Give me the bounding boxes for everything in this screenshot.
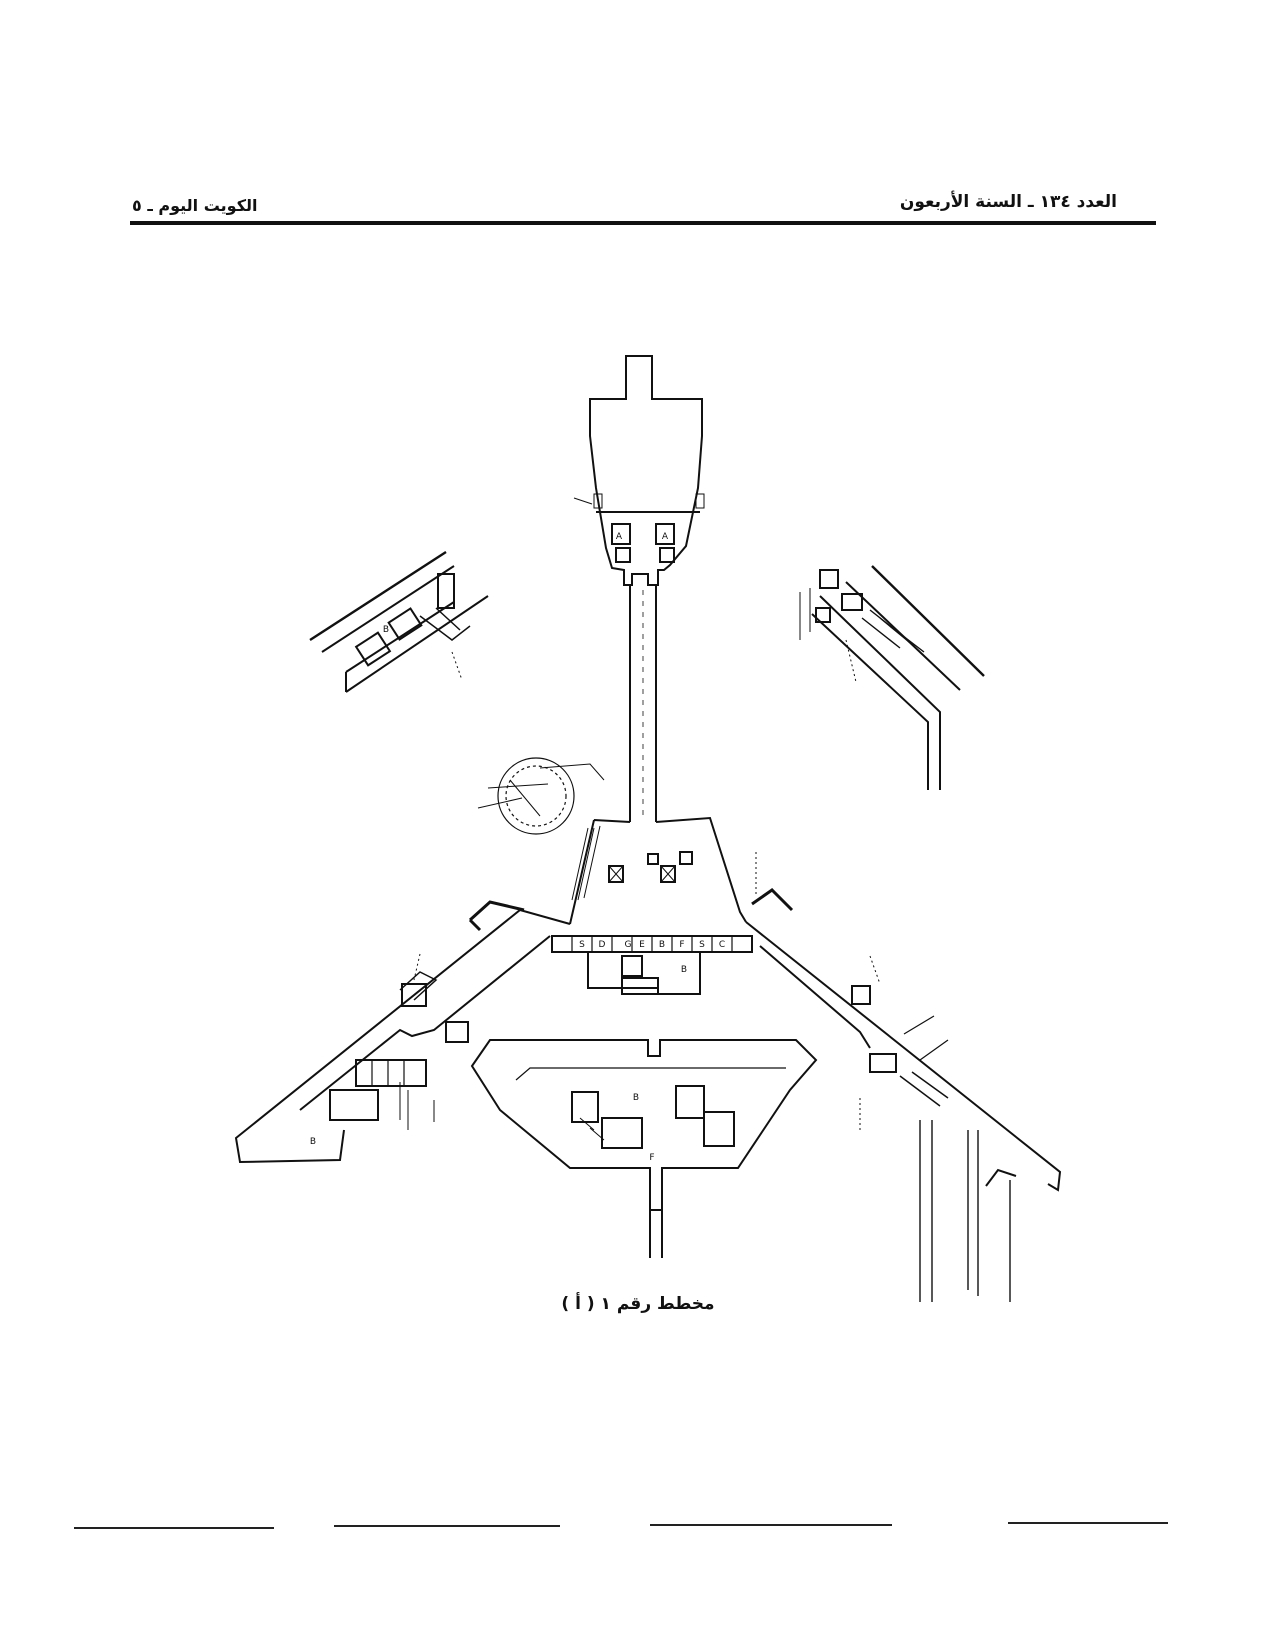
lower-room <box>675 1085 705 1119</box>
east-wing-room <box>869 1053 897 1073</box>
label-room-b: B <box>633 1093 639 1103</box>
lower-hexagon-inner <box>515 1067 786 1081</box>
west-arm-inner <box>299 935 551 1111</box>
label-room-b: B <box>310 1137 316 1147</box>
label-room-b: B <box>681 965 687 975</box>
north-pier-room <box>615 547 631 563</box>
label-room-f: F <box>649 1153 654 1163</box>
footer-rule <box>1008 1522 1168 1524</box>
east-wing-diagonal <box>903 1015 949 1061</box>
hub-hatch <box>571 825 601 901</box>
publication-title: الكويت اليوم ـ ٥ <box>132 196 258 215</box>
west-wing-bracket <box>468 900 525 932</box>
cell-row <box>551 935 753 953</box>
north-pier-cap <box>593 493 603 509</box>
east-wing-hook <box>985 1168 1017 1187</box>
hub-x-mark <box>608 865 624 883</box>
footer-rule <box>334 1525 560 1527</box>
central-block-room <box>621 955 643 977</box>
east-wing-room <box>851 985 871 1005</box>
north-pier-leader <box>573 497 593 505</box>
west-wing-room <box>355 1059 427 1087</box>
north-pier-room <box>655 523 675 545</box>
label-room-g: G <box>625 940 632 950</box>
label-room-d: D <box>599 940 606 950</box>
hub-room <box>660 865 676 883</box>
east-inset-plan <box>799 565 985 790</box>
hub-outline <box>569 816 747 925</box>
figure-caption: مخطط رقم ١ ( أ ) <box>561 1294 715 1314</box>
official-seal <box>477 757 605 835</box>
label-room-f: F <box>679 940 684 950</box>
west-wing-room <box>445 1021 469 1043</box>
cell-dividers <box>571 936 733 952</box>
label-room-s: S <box>699 940 705 950</box>
east-arm-outer <box>745 921 1062 1192</box>
label-room-b: B <box>383 625 389 635</box>
lower-room <box>703 1111 735 1147</box>
footer-rule <box>650 1524 892 1526</box>
east-wing-vertical-lines <box>919 1120 1011 1302</box>
label-room-c: C <box>719 940 725 950</box>
annotation-leader <box>869 955 881 985</box>
north-pier-outline <box>589 355 703 586</box>
label-room-a: A <box>616 532 623 542</box>
label-room-s: S <box>579 940 585 950</box>
hub-room <box>679 851 693 865</box>
east-arm-inner <box>759 945 871 1049</box>
lower-hexagon <box>470 1039 818 1211</box>
label-room-b: B <box>659 940 665 950</box>
west-wing-tick <box>399 1082 435 1130</box>
lower-stair <box>579 1117 605 1141</box>
lower-corridor <box>649 1210 663 1258</box>
west-wing-room <box>329 1089 379 1121</box>
east-wing-bracket <box>751 888 794 912</box>
west-inset-plan <box>309 550 489 693</box>
hub-x-mark <box>660 865 676 883</box>
lower-room <box>601 1117 643 1149</box>
lower-room <box>571 1091 599 1123</box>
west-wing-cells <box>371 1060 405 1086</box>
north-pier-room <box>611 523 631 545</box>
header-rule <box>130 221 1156 225</box>
label-room-e: E <box>639 940 645 950</box>
hub-room <box>608 865 624 883</box>
north-pier-room <box>659 547 675 563</box>
east-wing-cells <box>899 1071 949 1107</box>
west-arm-outer <box>234 908 571 1164</box>
footer-rule <box>74 1527 274 1529</box>
north-pier-cap <box>695 493 705 509</box>
label-room-a: A <box>662 532 669 542</box>
west-wing-annex <box>399 971 438 1001</box>
issue-line: العدد ١٣٤ ـ السنة الأربعون <box>899 192 1117 212</box>
hub-room <box>647 853 659 865</box>
west-wing-room <box>401 983 427 1007</box>
central-block-room <box>621 977 659 995</box>
